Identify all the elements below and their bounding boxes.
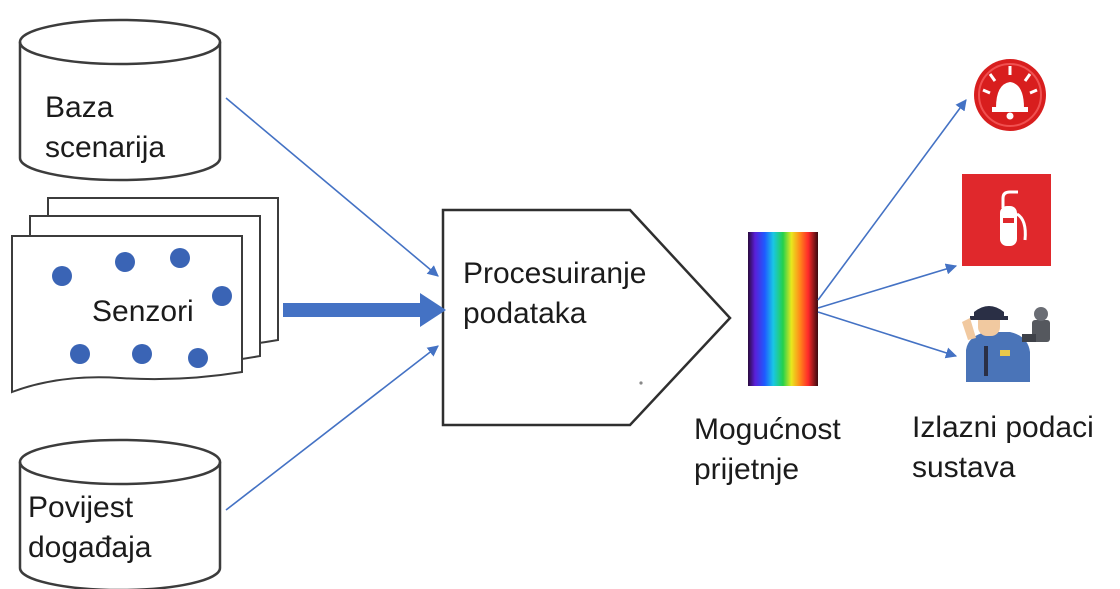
processing-label-line2: podataka [463, 297, 587, 330]
sensor-dot [132, 344, 152, 364]
outputs-label-line1: Izlazni podaci [912, 411, 1094, 444]
arrow-to-security [817, 311, 958, 359]
arrow-sensors-to-processing [283, 293, 446, 327]
arrow-to-alarm [817, 99, 967, 301]
sensors-label: Senzori [92, 292, 194, 332]
event-history-label-line1: Povijest [28, 491, 134, 524]
processing-label: Procesuiranje podataka [463, 254, 646, 334]
processing-corner-mark [639, 381, 643, 385]
threat-spectrum-bar [748, 232, 818, 386]
sensors-label-text: Senzori [92, 295, 194, 328]
processing-shape [441, 208, 732, 427]
scenario-database-label: Baza scenarija [45, 88, 165, 168]
arrow-to-extinguisher [817, 263, 958, 309]
scenario-database-shape [18, 18, 222, 182]
sensor-dot [212, 286, 232, 306]
threat-label: Mogućnost prijetnje [694, 410, 841, 490]
scenario-database-label-line2: scenarija [45, 131, 166, 164]
arrow-history-to-processing [225, 345, 439, 511]
processing-label-line1: Procesuiranje [463, 257, 647, 290]
threat-label-line1: Mogućnost [694, 413, 841, 446]
sensor-dot [188, 348, 208, 368]
scenario-database-label-line1: Baza [45, 91, 114, 124]
sensor-dot [52, 266, 72, 286]
event-history-database-shape [18, 438, 222, 589]
sensor-dot [170, 248, 190, 268]
sensor-dots [52, 248, 232, 368]
event-history-label-line2: događaja [28, 531, 152, 564]
sensor-dot [70, 344, 90, 364]
outputs-label-line2: sustava [912, 451, 1016, 484]
alarm-bell-icon [974, 59, 1046, 131]
arrow-scenario-to-processing [225, 97, 439, 277]
event-history-label: Povijest događaja [28, 488, 151, 568]
security-guard-icon [962, 306, 1050, 382]
threat-label-line2: prijetnje [694, 453, 800, 486]
fire-extinguisher-icon [962, 174, 1051, 266]
sensor-dot [115, 252, 135, 272]
outputs-label: Izlazni podaci sustava [912, 408, 1094, 488]
